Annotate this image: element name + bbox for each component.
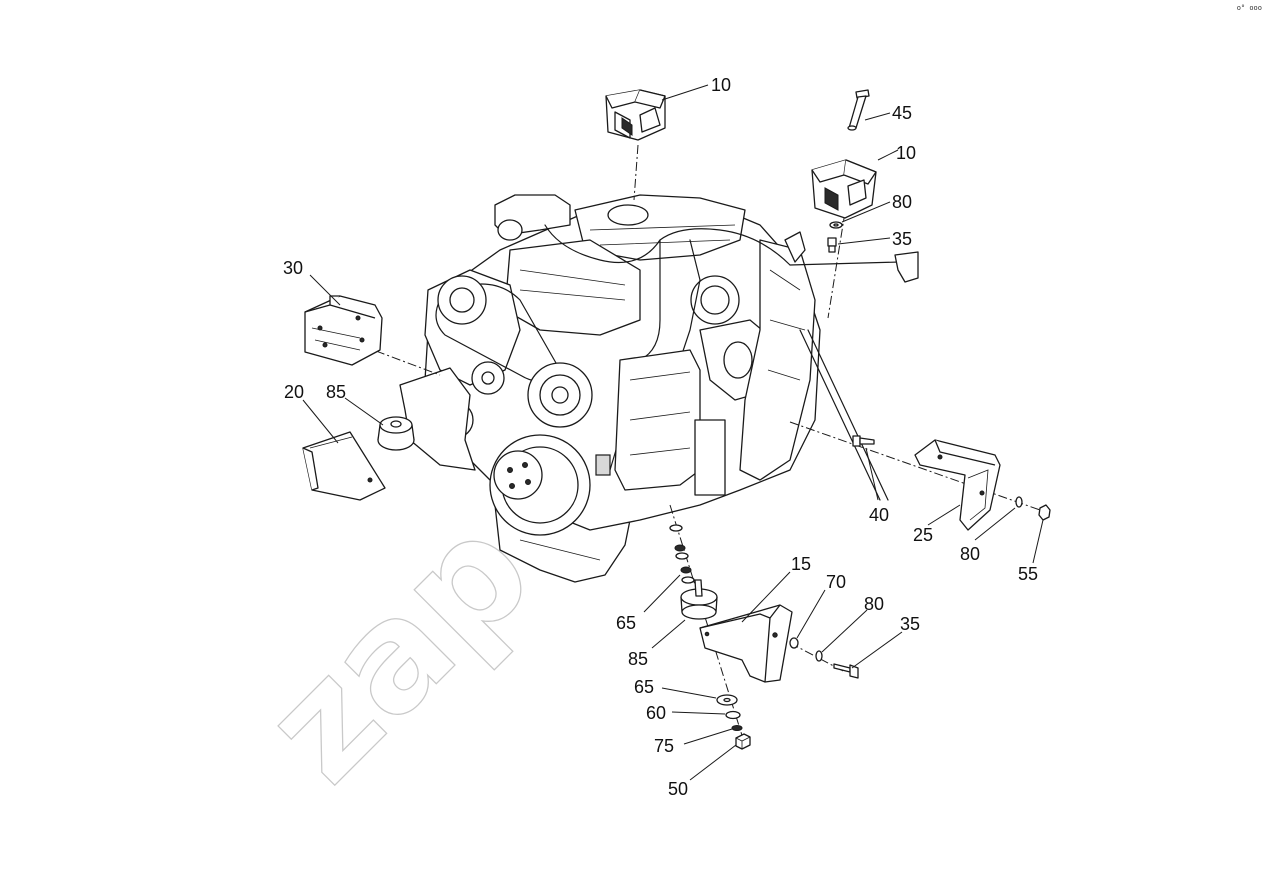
lifting-eye <box>784 231 806 263</box>
callout-70: 70 <box>826 572 846 592</box>
callout-80-top: 80 <box>892 192 912 212</box>
callout-numbers: 10 45 10 80 35 30 20 85 40 25 80 55 15 7… <box>283 75 1038 799</box>
oil-filler-cap <box>607 204 649 226</box>
bracket-15 <box>699 604 793 683</box>
callout-75: 75 <box>654 736 674 756</box>
bolt-35-top <box>827 237 837 253</box>
sensor-connector <box>595 454 611 476</box>
lifting-bar-end <box>894 251 919 283</box>
callout-80-right: 80 <box>960 544 980 564</box>
callout-40: 40 <box>869 505 889 525</box>
callout-15: 15 <box>791 554 811 574</box>
bolt-45 <box>847 89 870 131</box>
corner-mark: o° ooo <box>1236 4 1262 12</box>
engine-assembly <box>399 194 919 583</box>
washer-65-bottom <box>716 694 738 706</box>
intake-opening <box>497 219 523 241</box>
callout-60: 60 <box>646 703 666 723</box>
callout-85-bottom: 85 <box>628 649 648 669</box>
bolt-35-bottom <box>833 663 859 679</box>
callout-20: 20 <box>284 382 304 402</box>
callout-35-bottom: 35 <box>900 614 920 634</box>
washer-80-bottom <box>815 650 823 662</box>
callout-25: 25 <box>913 525 933 545</box>
washer-80-right <box>1015 496 1023 508</box>
fuel-filter <box>694 419 726 496</box>
callout-30: 30 <box>283 258 303 278</box>
washer-75 <box>731 725 743 731</box>
engine-mount-10-top <box>605 89 666 141</box>
washer-65-top <box>669 524 683 532</box>
bracket-25 <box>914 439 1001 531</box>
flywheel-housing <box>739 239 816 481</box>
washer-80-top <box>829 221 843 229</box>
bracket-30 <box>304 295 383 366</box>
dipstick-tube <box>799 329 881 501</box>
callout-65-top: 65 <box>616 613 636 633</box>
washer-70 <box>789 637 799 649</box>
callout-35-top: 35 <box>892 229 912 249</box>
callout-80-bottom: 80 <box>864 594 884 614</box>
rubber-mount-85-bottom <box>680 579 718 620</box>
callout-50: 50 <box>668 779 688 799</box>
injection-pump <box>614 349 701 491</box>
nut-50 <box>735 733 751 750</box>
callout-10-top: 10 <box>711 75 731 95</box>
bracket-20 <box>302 431 386 501</box>
nut-55 <box>1038 504 1051 521</box>
callout-85-left: 85 <box>326 382 346 402</box>
rubber-mount-85-left <box>377 416 415 451</box>
callout-45: 45 <box>892 103 912 123</box>
callout-10-right: 10 <box>896 143 916 163</box>
callout-65-bottom: 65 <box>634 677 654 697</box>
bolt-40 <box>852 435 875 447</box>
engine-mount-10-right <box>811 159 877 219</box>
leader-lines <box>302 84 1044 781</box>
spacer-stack <box>674 544 695 584</box>
callout-55: 55 <box>1018 564 1038 584</box>
washer-60 <box>725 710 741 720</box>
